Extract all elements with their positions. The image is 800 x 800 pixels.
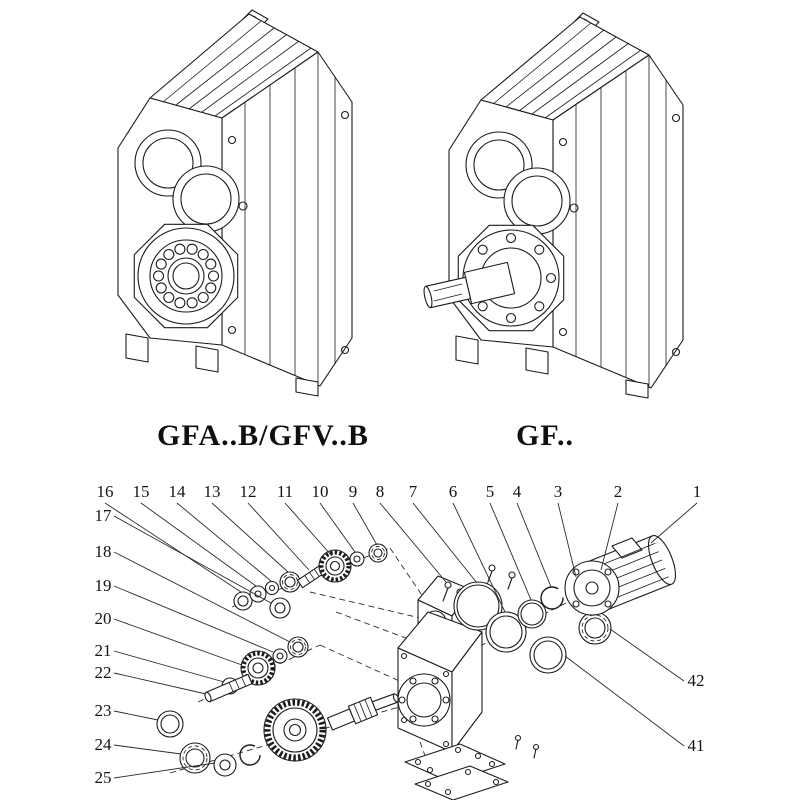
leader-line-20	[113, 618, 243, 666]
part-number-7: 7	[409, 482, 418, 501]
leader-line-18	[113, 551, 291, 643]
leader-line-2	[600, 502, 619, 571]
hollow-shaft-bearing	[133, 223, 239, 329]
cover-cap	[269, 597, 291, 619]
leader-line-11	[284, 502, 333, 557]
part-number-42: 42	[688, 671, 705, 690]
washer-ring	[517, 599, 547, 629]
callout-layer: 1234567891011121314151617181920212223242…	[95, 482, 705, 787]
leader-line-19	[113, 585, 274, 653]
motor	[564, 535, 676, 616]
washer	[272, 648, 288, 664]
pinion-shaft-2	[204, 673, 253, 703]
part-number-19: 19	[95, 576, 112, 595]
model-label-right: GF..	[516, 419, 574, 452]
leader-line-5	[489, 502, 532, 601]
output-shaft	[423, 261, 516, 309]
retaining-ring	[529, 636, 567, 674]
part-number-23: 23	[95, 701, 112, 720]
gearbox-drawing-gfab	[117, 9, 353, 397]
part-number-10: 10	[312, 482, 329, 501]
leader-line-15	[140, 502, 257, 587]
upper-bore-right	[172, 165, 240, 233]
motor-flange	[564, 560, 620, 616]
leader-line-9	[352, 502, 378, 546]
leader-line-10	[319, 502, 356, 553]
intermediate-shaft-parts	[204, 597, 309, 703]
leader-line-4	[516, 502, 552, 588]
leader-line-12	[247, 502, 310, 571]
snap-ring	[540, 586, 564, 610]
leader-line-21	[113, 650, 225, 683]
gasket-and-cover	[404, 734, 540, 800]
model-label-left: GFA..B/GFV..B	[157, 419, 369, 452]
terminal-box	[611, 537, 643, 559]
leader-line-14	[176, 502, 272, 582]
part-number-14: 14	[169, 482, 187, 501]
leader-line-8	[379, 502, 447, 583]
part-number-16: 16	[97, 482, 114, 501]
spacer-ring	[485, 611, 527, 653]
washer	[264, 580, 280, 596]
foot	[125, 333, 149, 363]
foot	[525, 347, 549, 375]
part-number-2: 2	[614, 482, 623, 501]
part-number-18: 18	[95, 542, 112, 561]
part-number-4: 4	[513, 482, 522, 501]
leader-line-1	[650, 502, 698, 544]
foot	[625, 379, 649, 399]
part-number-12: 12	[240, 482, 257, 501]
leader-line-17	[113, 515, 272, 604]
part-number-1: 1	[693, 482, 702, 501]
leader-line-7	[412, 502, 478, 584]
part-number-25: 25	[95, 768, 112, 787]
part-number-8: 8	[376, 482, 385, 501]
leader-line-22	[113, 672, 207, 695]
leader-line-13	[211, 502, 289, 573]
leader-line-16	[104, 502, 242, 593]
gearbox-drawing-gf	[423, 12, 684, 399]
foot	[295, 377, 319, 397]
gear-housing	[397, 575, 483, 753]
part-number-17: 17	[95, 506, 113, 525]
leader-line-25	[113, 762, 216, 779]
upper-bore-right	[503, 167, 571, 235]
part-number-24: 24	[95, 735, 113, 754]
washer	[213, 753, 237, 777]
part-number-15: 15	[133, 482, 150, 501]
part-number-9: 9	[349, 482, 358, 501]
part-number-21: 21	[95, 641, 112, 660]
cover-plate	[414, 765, 509, 800]
leader-line-42	[609, 628, 685, 682]
end-cap	[233, 591, 253, 611]
leader-line-6	[452, 502, 506, 613]
part-number-41: 41	[688, 736, 705, 755]
washer	[249, 585, 267, 603]
leader-line-3	[557, 502, 577, 578]
leader-line-41	[564, 655, 685, 747]
part-number-11: 11	[277, 482, 293, 501]
input-shaft-parts	[233, 543, 388, 611]
part-number-6: 6	[449, 482, 458, 501]
part-number-22: 22	[95, 663, 112, 682]
part-number-3: 3	[554, 482, 563, 501]
spacer	[349, 551, 365, 567]
input-gear	[318, 549, 352, 583]
part-number-13: 13	[204, 482, 221, 501]
stepped-shaft	[326, 693, 400, 731]
exploded-view	[156, 535, 676, 800]
leader-line-23	[113, 710, 159, 721]
foot	[455, 335, 479, 365]
output-gear	[263, 698, 327, 762]
leader-line-24	[113, 744, 182, 755]
snap-ring	[239, 744, 261, 766]
output-shaft-parts	[156, 693, 400, 777]
part-number-20: 20	[95, 609, 112, 628]
ring-parts	[453, 576, 612, 674]
part-number-5: 5	[486, 482, 495, 501]
foot	[195, 345, 219, 373]
